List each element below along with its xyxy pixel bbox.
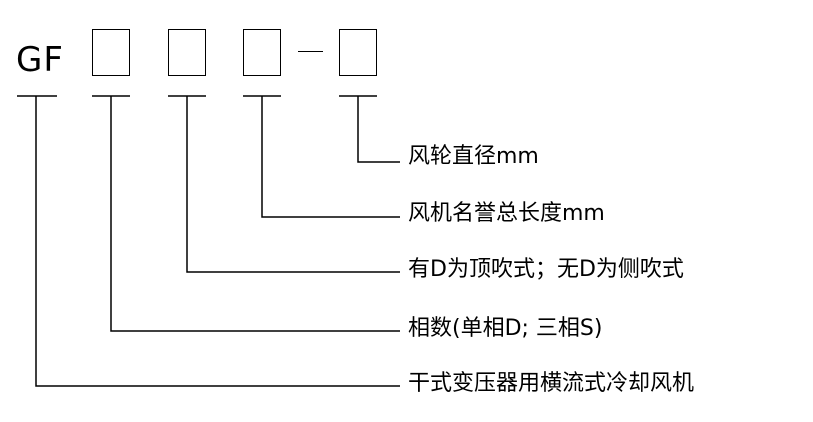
label-blow-type: 有D为顶吹式；无D为侧吹式 bbox=[408, 257, 684, 282]
label-total-length: 风机名誉总长度mm bbox=[408, 201, 605, 226]
code-separator-dash bbox=[298, 51, 323, 52]
label-product-description: 干式变压器用横流式冷却风机 bbox=[408, 371, 695, 396]
leader-blow-type bbox=[186, 96, 400, 273]
label-phase: 相数(单相D; 三相S) bbox=[408, 316, 603, 341]
leader-product bbox=[35, 96, 400, 387]
leader-total-length bbox=[261, 96, 400, 218]
leader-impeller-diameter bbox=[357, 96, 400, 163]
code-box-phase bbox=[92, 29, 130, 76]
code-box-impeller-diameter bbox=[339, 29, 377, 76]
model-prefix: GF bbox=[16, 40, 64, 80]
leader-phase bbox=[110, 96, 400, 332]
label-impeller-diameter: 风轮直径mm bbox=[408, 144, 539, 169]
code-box-blow-type bbox=[168, 29, 206, 76]
code-box-total-length bbox=[243, 29, 281, 76]
